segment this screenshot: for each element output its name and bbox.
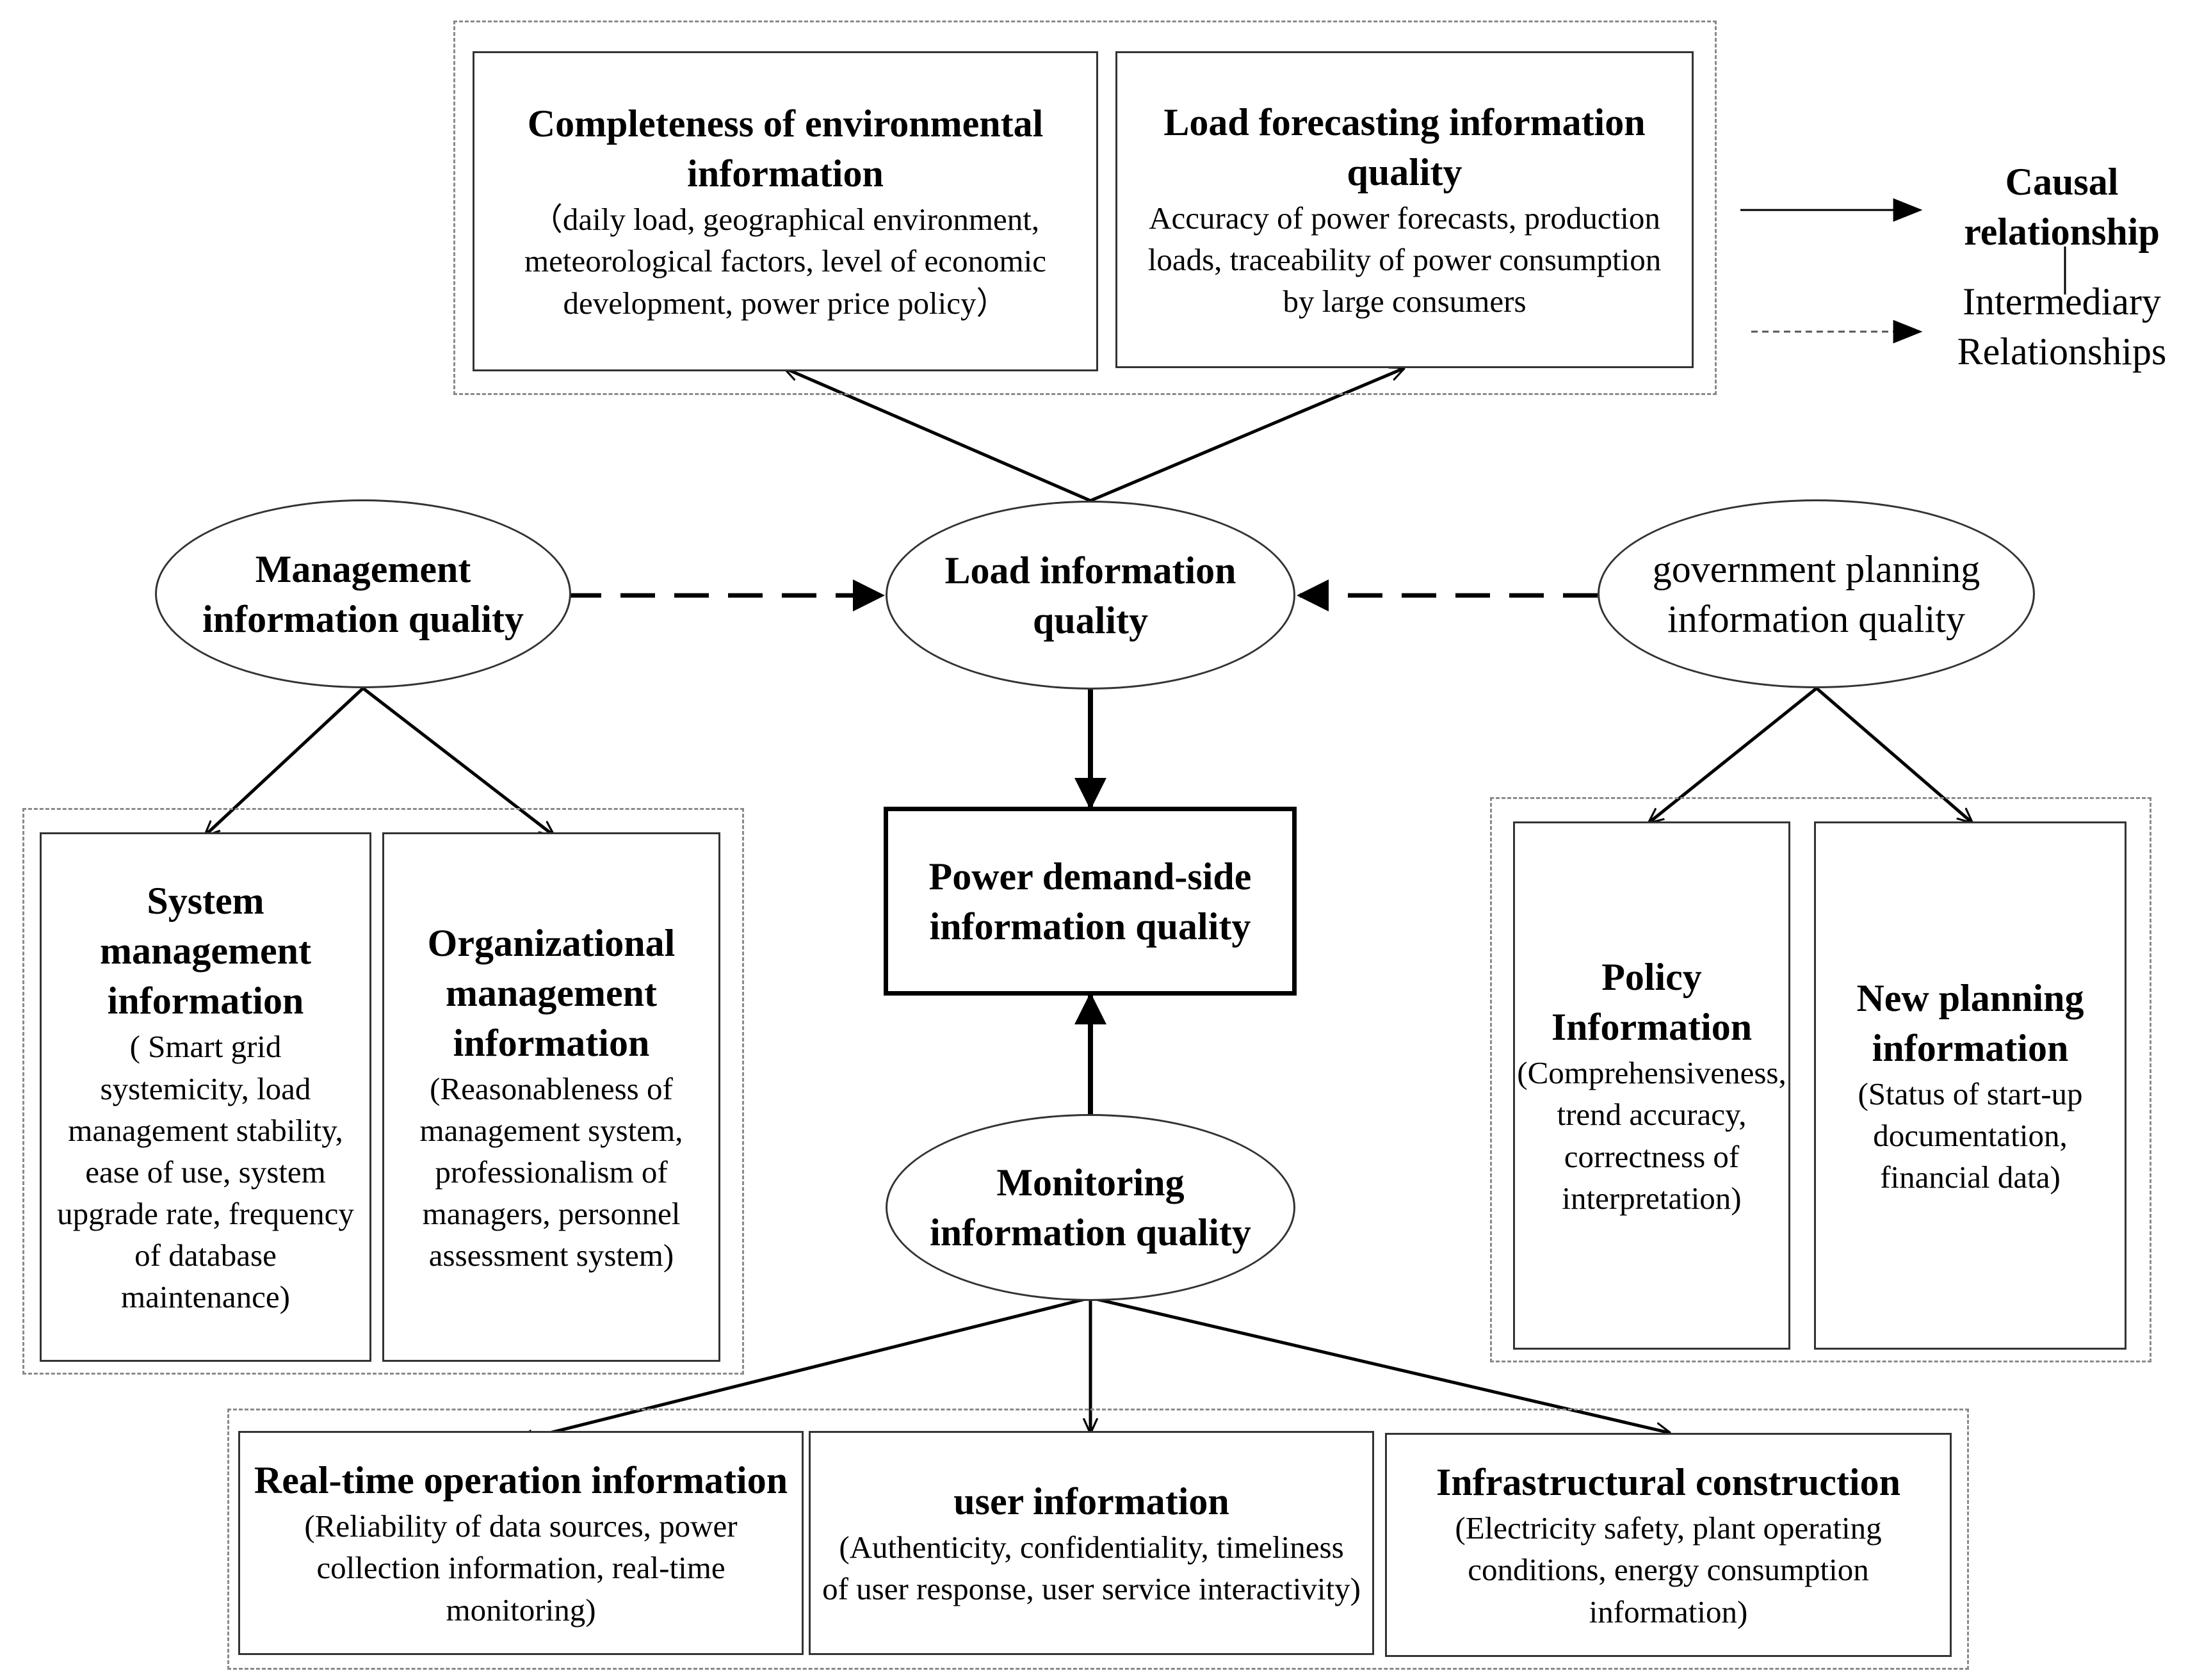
arrow-load-to-forecast	[1090, 368, 1404, 503]
system-management-title: System management information	[100, 880, 311, 1022]
government-quality-ellipse: government planning information quality	[1598, 499, 2035, 688]
management-quality-ellipse: Management information quality	[155, 499, 571, 688]
group-monitoring-factors	[227, 1409, 1969, 1670]
new-planning-box: New planning information (Status of star…	[1814, 821, 2126, 1350]
system-management-box: System management information ( Smart gr…	[40, 832, 371, 1362]
monitoring-quality-label: Monitoring information quality	[930, 1161, 1251, 1254]
env-info-desc: （daily load, geographical environment, m…	[524, 202, 1046, 321]
arrow-management-to-system	[205, 687, 364, 836]
load-quality-ellipse: Load information quality	[886, 501, 1295, 690]
user-information-title: user information	[953, 1480, 1229, 1522]
policy-information-desc: (Comprehensiveness, trend accuracy, corr…	[1517, 1055, 1786, 1216]
policy-information-title: Policy Information	[1551, 956, 1753, 1049]
arrow-monitoring-to-realtime	[519, 1296, 1091, 1441]
user-information-box: user information (Authenticity, confiden…	[809, 1431, 1374, 1655]
realtime-operation-desc: (Reliability of data sources, power coll…	[304, 1508, 738, 1628]
env-info-box: Completeness of environmental informatio…	[473, 51, 1098, 371]
user-information-desc: (Authenticity, confidentiality, timeline…	[822, 1529, 1361, 1606]
new-planning-title: New planning information	[1856, 976, 2084, 1069]
power-demand-side-box: Power demand-side information quality	[884, 807, 1297, 996]
realtime-operation-box: Real-time operation information (Reliabi…	[238, 1431, 804, 1655]
forecast-info-box: Load forecasting information quality Acc…	[1115, 51, 1694, 368]
organizational-management-desc: (Reasonableness of management system, pr…	[419, 1070, 683, 1273]
arrow-management-to-org	[362, 687, 554, 836]
system-management-desc: ( Smart grid systemicity, load managemen…	[57, 1029, 354, 1315]
legend-causal-label: Causal relationship	[1964, 161, 2160, 253]
infrastructure-box: Infrastructural construction (Electricit…	[1385, 1433, 1952, 1657]
group-government-factors	[1490, 797, 2151, 1362]
forecast-info-desc: Accuracy of power forecasts, production …	[1147, 200, 1662, 319]
group-load-factors	[453, 20, 1717, 395]
arrow-government-to-planning	[1815, 687, 1972, 823]
arrow-load-to-env	[784, 368, 1091, 503]
realtime-operation-title: Real-time operation information	[254, 1459, 788, 1502]
load-quality-label: Load information quality	[944, 549, 1236, 642]
organizational-management-title: Organizational management information	[427, 921, 676, 1064]
group-management-factors	[22, 808, 744, 1375]
policy-information-box: Policy Information (Comprehensiveness, t…	[1513, 821, 1790, 1350]
legend-intermediary-label: Intermediary Relationships	[1957, 280, 2167, 373]
new-planning-desc: (Status of start-up documentation, finan…	[1858, 1076, 2083, 1195]
infrastructure-title: Infrastructural construction	[1436, 1461, 1900, 1504]
env-info-title: Completeness of environmental informatio…	[527, 102, 1044, 195]
arrow-government-to-policy	[1649, 687, 1818, 823]
monitoring-quality-ellipse: Monitoring information quality	[886, 1114, 1295, 1301]
organizational-management-box: Organizational management information (R…	[382, 832, 720, 1362]
infrastructure-desc: (Electricity safety, plant operating con…	[1455, 1510, 1882, 1629]
government-quality-label: government planning information quality	[1652, 547, 1980, 640]
power-demand-side-title: Power demand-side information quality	[928, 855, 1252, 948]
management-quality-label: Management information quality	[202, 547, 524, 640]
forecast-info-title: Load forecasting information quality	[1163, 101, 1646, 193]
